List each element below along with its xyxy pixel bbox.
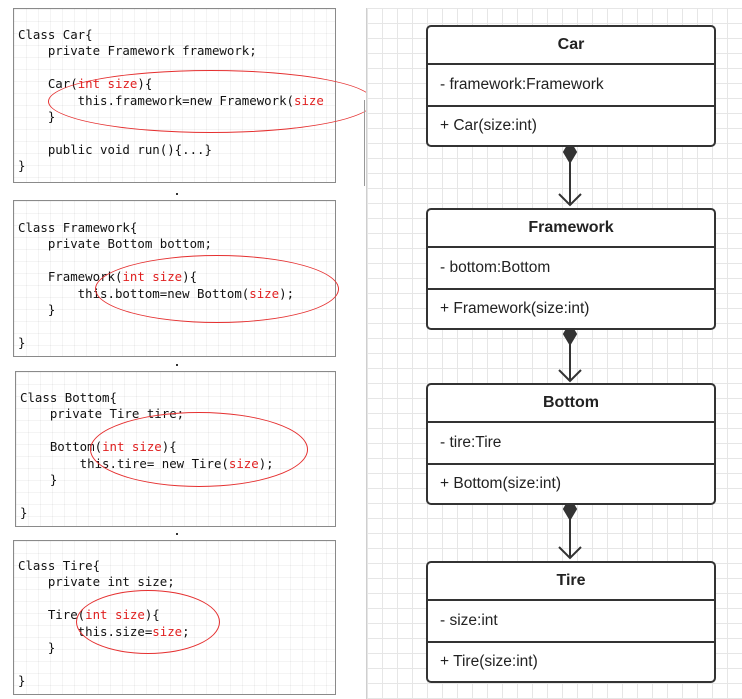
code-text: } bbox=[18, 672, 26, 688]
code-line: public void run(){...} bbox=[18, 142, 212, 158]
highlight-ellipse bbox=[95, 255, 339, 323]
code-text: } bbox=[20, 472, 58, 487]
class-attribute: - size:int bbox=[428, 601, 714, 643]
class-name: Bottom bbox=[428, 385, 714, 423]
code-text: } bbox=[18, 640, 56, 655]
code-line: private Framework framework; bbox=[18, 43, 257, 59]
code-line: } bbox=[20, 472, 57, 488]
arrow-head bbox=[558, 193, 582, 207]
code-text: } bbox=[18, 302, 56, 317]
separator-dot bbox=[176, 193, 178, 195]
code-text: private int size; bbox=[18, 574, 175, 590]
arrow-head bbox=[558, 369, 582, 383]
code-text: public void run(){...} bbox=[18, 141, 212, 157]
code-text: private Framework framework; bbox=[18, 43, 257, 59]
class-name: Car bbox=[428, 27, 714, 65]
class-attribute: - framework:Framework bbox=[428, 65, 714, 107]
code-line: } bbox=[18, 335, 25, 351]
code-text: } bbox=[18, 334, 26, 350]
highlight-ellipse bbox=[76, 590, 220, 654]
code-line: } bbox=[20, 505, 27, 521]
separator-dot bbox=[176, 364, 178, 366]
code-text: Bottom( bbox=[20, 439, 103, 455]
code-text: } bbox=[18, 109, 56, 124]
code-text: Class Tire{ bbox=[18, 558, 101, 573]
separator-dot bbox=[176, 533, 178, 535]
uml-class-framework[interactable]: Framework - bottom:Bottom + Framework(si… bbox=[426, 208, 716, 330]
code-line: Class Car{ bbox=[18, 27, 93, 43]
class-operation: + Car(size:int) bbox=[440, 117, 537, 134]
code-text: } bbox=[20, 504, 28, 520]
code-text: private Bottom bottom; bbox=[18, 236, 212, 252]
class-name: Framework bbox=[428, 210, 714, 248]
code-line: Class Tire{ bbox=[18, 558, 100, 574]
code-line: } bbox=[18, 109, 55, 125]
arrow-head bbox=[558, 546, 582, 560]
code-line: } bbox=[18, 158, 25, 174]
uml-class-car[interactable]: Car - framework:Framework + Car(size:int… bbox=[426, 25, 716, 147]
code-text: Tire( bbox=[18, 607, 86, 623]
class-attribute: - bottom:Bottom bbox=[428, 248, 714, 290]
class-operation: + Framework(size:int) bbox=[440, 300, 590, 317]
class-operation: + Tire(size:int) bbox=[440, 653, 538, 670]
code-text: Class Framework{ bbox=[18, 220, 138, 235]
clipped-panel-edge bbox=[364, 100, 373, 186]
code-text: Class Car{ bbox=[18, 27, 93, 42]
class-attribute: - tire:Tire bbox=[428, 423, 714, 465]
code-line: } bbox=[18, 640, 55, 656]
uml-class-tire[interactable]: Tire - size:int + Tire(size:int) bbox=[426, 561, 716, 683]
uml-class-bottom[interactable]: Bottom - tire:Tire + Bottom(size:int) bbox=[426, 383, 716, 505]
code-line: private Bottom bottom; bbox=[18, 236, 212, 252]
highlight-ellipse bbox=[90, 412, 308, 487]
class-operation: + Bottom(size:int) bbox=[440, 475, 562, 492]
class-name: Tire bbox=[428, 563, 714, 601]
code-line: private int size; bbox=[18, 574, 175, 590]
code-line: Class Framework{ bbox=[18, 220, 137, 236]
code-line: } bbox=[18, 673, 25, 689]
code-text: Class Bottom{ bbox=[20, 390, 117, 405]
code-line: } bbox=[18, 302, 55, 318]
code-line: Class Bottom{ bbox=[20, 390, 117, 406]
code-text: } bbox=[18, 158, 26, 174]
